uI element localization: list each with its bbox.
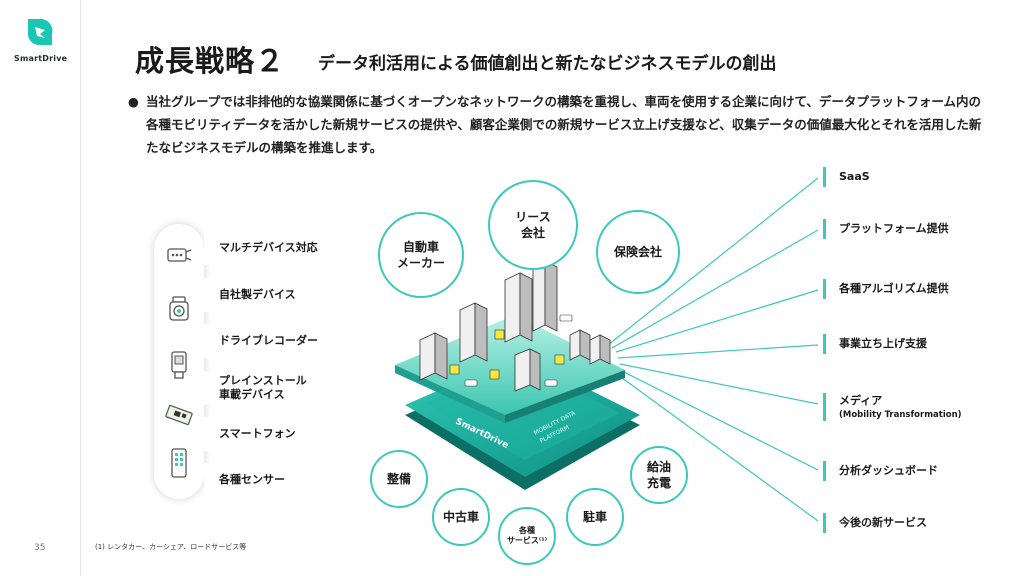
service-startup-support: 事業立ち上げ支援 — [823, 334, 927, 354]
device-label-text: プレインストール — [219, 374, 307, 387]
page-number: 35 — [34, 543, 46, 553]
partner-parking: 駐車 — [566, 488, 624, 546]
device-panel — [154, 224, 204, 499]
partner-insurance: 保険会社 — [596, 210, 680, 294]
device-label-smartphone: スマートフォン — [204, 417, 354, 451]
device-label-text: 自社製デバイス — [219, 288, 296, 301]
device-label-multi: マルチデバイス対応 — [204, 231, 344, 265]
partner-lease: リース 会社 — [488, 180, 578, 270]
partner-fuel-charging: 給油 充電 — [630, 446, 688, 504]
page-subtitle: データ利活用による価値創出と新たなビジネスモデルの創出 — [318, 54, 777, 74]
service-media-sub: (Mobility Transformation) — [839, 410, 962, 420]
drive-recorder-icon — [171, 351, 187, 379]
service-saas: SaaS — [823, 167, 870, 187]
device-label-preinstall: プレインストール 車載デバイス — [204, 371, 379, 405]
page-title: 成長戦略２ — [135, 44, 286, 78]
device-label-text: 各種センサー — [219, 473, 285, 486]
device-label-text: 車載デバイス — [219, 388, 285, 401]
device-label-sensors: 各種センサー — [204, 463, 364, 497]
partner-maintenance: 整備 — [370, 450, 428, 508]
service-media: メディア — [823, 393, 882, 421]
obd-plug-icon — [167, 248, 192, 262]
bullet-dot: ● — [128, 94, 139, 109]
device-label-text: マルチデバイス対応 — [219, 241, 318, 254]
device-label-text: スマートフォン — [219, 427, 296, 440]
footnote: (1) レンタカー、カーシェア、ロードサービス等 — [95, 543, 247, 551]
dashcam-device-icon — [169, 296, 189, 321]
partner-various-services: 各種 サービス⁽¹⁾ — [498, 507, 556, 565]
smartdrive-logo-icon — [28, 19, 53, 45]
service-algorithm: 各種アルゴリズム提供 — [823, 279, 949, 299]
service-dashboard: 分析ダッシュボード — [823, 461, 938, 481]
sidebar: SmartDrive 35 — [0, 0, 81, 576]
service-future: 今後の新サービス — [823, 513, 927, 533]
partner-automaker: 自動車 メーカー — [378, 212, 464, 298]
partner-used-cars: 中古車 — [432, 488, 490, 546]
device-label-text: ドライブレコーダー — [219, 334, 318, 347]
service-media-label: メディア — [839, 394, 883, 407]
bullet-text: 当社グループでは非排他的な協業関係に基づくオープンなネットワークの構築を重視し、… — [146, 94, 982, 155]
chip-board-icon — [165, 404, 193, 426]
platform-illustration: SmartDrive MOBILITY DATA PLATFORM — [395, 260, 640, 490]
device-label-recorder: ドライブレコーダー — [204, 324, 379, 358]
logo: SmartDrive — [14, 16, 68, 63]
bullet-paragraph: ● 当社グループでは非排他的な協業関係に基づくオープンなネットワークの構築を重視… — [128, 90, 988, 159]
logo-text: SmartDrive — [14, 54, 68, 63]
service-platform: プラットフォーム提供 — [823, 219, 949, 239]
smartphone-icon — [171, 448, 187, 478]
device-label-own: 自社製デバイス — [204, 278, 354, 312]
